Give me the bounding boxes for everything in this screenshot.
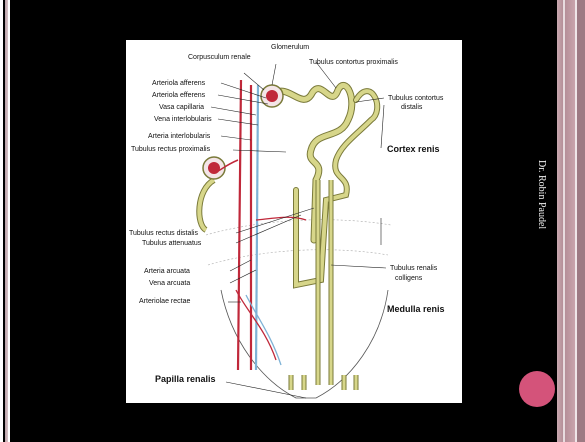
label-tubulus-renalis-line2: colligens (395, 275, 422, 283)
label-vena-arcuata: Vena arcuata (149, 280, 190, 288)
label-tubulus-contortus-distalis-line1: Tubulus contortus (388, 95, 443, 103)
label-vena-interlobularis: Vena interlobularis (154, 116, 212, 124)
label-arteriola-afferens: Arteriola afferens (152, 80, 205, 88)
label-tubulus-renalis-line1: Tubulus renalis (390, 265, 437, 273)
label-tubulus-contortus-proximalis: Tubulus contortus proximalis (309, 59, 398, 67)
label-corpusculum-renale: Corpusculum renale (188, 54, 251, 62)
slide-right-border (557, 0, 585, 442)
label-tubulus-contortus-distalis-line2: distalis (401, 104, 422, 112)
author-credit: Dr. Robin Paudel (533, 160, 547, 290)
decorative-dot (519, 371, 555, 407)
label-tubulus-rectus-distalis: Tubulus rectus distalis (129, 230, 198, 238)
label-medulla-renis: Medulla renis (387, 304, 445, 315)
label-arteria-interlobularis: Arteria interlobularis (148, 133, 210, 141)
label-tubulus-rectus-proximalis: Tubulus rectus proximalis (131, 146, 210, 154)
nephron-diagram: Glomerulum Corpusculum renale Tubulus co… (126, 40, 462, 403)
label-tubulus-attenuatus: Tubulus attenuatus (142, 240, 201, 248)
label-arteria-arcuata: Arteria arcuata (144, 268, 190, 276)
label-arteriolae-rectae: Arteriolae rectae (139, 298, 190, 306)
slide-left-border (0, 0, 10, 442)
label-vasa-capillaria: Vasa capillaria (159, 104, 204, 112)
label-glomerulum: Glomerulum (271, 44, 309, 52)
label-cortex-renis: Cortex renis (387, 144, 440, 155)
label-papilla-renalis: Papilla renalis (155, 374, 216, 385)
label-arteriola-efferens: Arteriola efferens (152, 92, 205, 100)
